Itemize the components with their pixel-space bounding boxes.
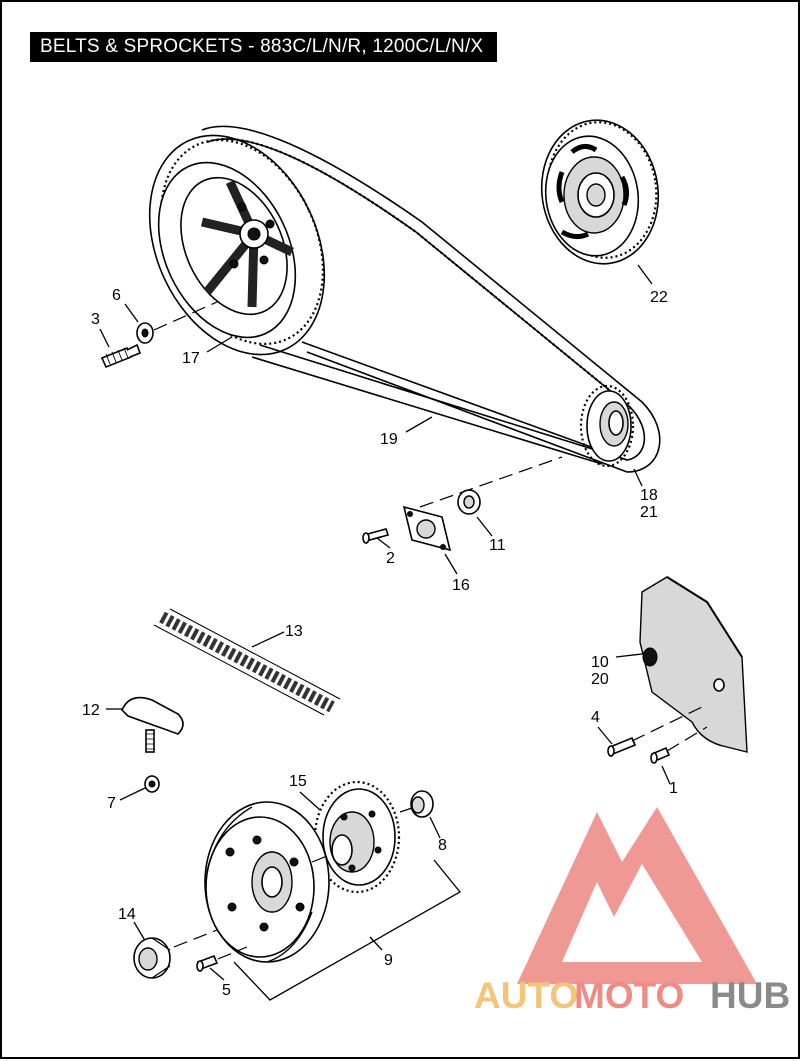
watermark-auto: AUTO bbox=[474, 975, 578, 1016]
callout-7: 7 bbox=[107, 795, 116, 812]
cover-screw-long bbox=[607, 736, 637, 757]
callout-8: 8 bbox=[438, 837, 447, 854]
callout-21: 21 bbox=[640, 504, 658, 521]
sprocket-nut bbox=[457, 489, 481, 515]
callout-6: 6 bbox=[112, 287, 121, 304]
sprocket-spacer bbox=[410, 790, 434, 818]
callout-1: 1 bbox=[669, 780, 678, 797]
engine-sprocket bbox=[313, 780, 401, 894]
callout-18: 18 bbox=[640, 487, 658, 504]
washer bbox=[136, 322, 154, 344]
callout-11: 11 bbox=[489, 537, 506, 554]
shell-bolt bbox=[196, 954, 219, 972]
clutch-shell bbox=[204, 801, 330, 963]
logo-mark-icon bbox=[517, 807, 757, 984]
drive-belt bbox=[201, 125, 661, 473]
alternate-pulley bbox=[540, 119, 660, 265]
page-title: BELTS & SPROCKETS - 883C/L/N/R, 1200C/L/… bbox=[30, 32, 498, 62]
cover-screw-short bbox=[650, 746, 671, 764]
main-bearing bbox=[133, 937, 171, 979]
pulley-bolt bbox=[100, 343, 142, 369]
callout-9: 9 bbox=[384, 952, 393, 969]
callout-10: 10 bbox=[591, 654, 609, 671]
callout-2: 2 bbox=[386, 550, 395, 567]
watermark-logo bbox=[517, 807, 757, 984]
callout-16: 16 bbox=[452, 577, 470, 594]
callout-13: 13 bbox=[285, 623, 303, 640]
lock-plate-screw bbox=[362, 528, 390, 544]
callout-22: 22 bbox=[650, 289, 668, 306]
watermark-hub: HUB bbox=[710, 975, 790, 1016]
watermark-moto: MOTO bbox=[574, 975, 684, 1016]
callout-12: 12 bbox=[82, 702, 100, 719]
transmission-sprocket bbox=[579, 384, 635, 468]
callout-15: 15 bbox=[289, 773, 307, 790]
chain-tensioner bbox=[121, 696, 184, 753]
lock-plate bbox=[402, 505, 452, 552]
callout-14: 14 bbox=[118, 906, 136, 923]
callout-20: 20 bbox=[591, 671, 609, 688]
callout-19: 19 bbox=[380, 431, 398, 448]
tensioner-nut bbox=[144, 775, 160, 793]
callout-3: 3 bbox=[91, 311, 100, 328]
callout-leaders bbox=[99, 264, 671, 1001]
rear-pulley bbox=[148, 134, 326, 356]
callout-17: 17 bbox=[182, 350, 200, 367]
callout-4: 4 bbox=[591, 709, 600, 726]
primary-chain bbox=[153, 608, 341, 716]
inner-primary-cover bbox=[639, 576, 748, 753]
callout-5: 5 bbox=[222, 982, 231, 999]
